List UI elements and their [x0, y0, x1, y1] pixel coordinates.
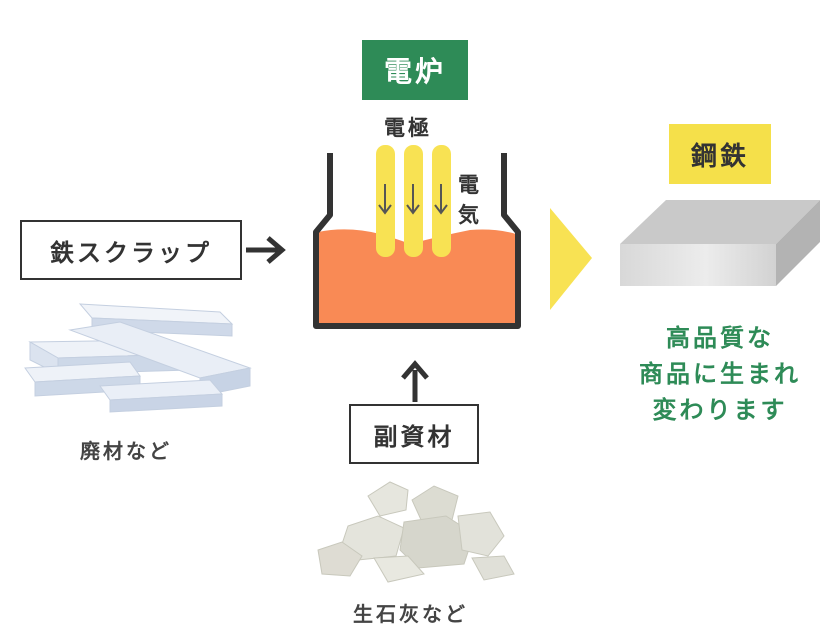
additive-caption: 生石灰など	[353, 602, 468, 626]
arrow-up-icon	[401, 360, 429, 402]
molten-metal	[318, 229, 516, 326]
arrow-right-icon	[246, 236, 286, 264]
result-line-2: 商品に生まれ	[639, 360, 801, 388]
scrap-caption: 廃材など	[80, 439, 172, 463]
steel-block	[620, 200, 820, 286]
furnace-title-tag: 電炉	[362, 40, 468, 100]
additive-label-box: 副資材	[349, 404, 479, 464]
steel-label: 鋼鉄	[690, 141, 749, 172]
result-line-3: 変わります	[652, 396, 788, 424]
scrap-label: 鉄スクラップ	[50, 238, 212, 267]
steel-tag: 鋼鉄	[669, 124, 771, 184]
scrap-illustration	[24, 303, 252, 413]
result-line-1: 高品質な	[666, 324, 774, 352]
electricity-label: 電気	[458, 173, 479, 227]
limestone-illustration	[317, 481, 515, 583]
vessel-outline	[313, 153, 521, 329]
scrap-label-box: 鉄スクラップ	[20, 220, 242, 280]
triangle-right-icon	[550, 208, 592, 310]
furnace-title: 電炉	[383, 55, 446, 88]
arrow-down-icon	[378, 184, 392, 215]
additive-label: 副資材	[373, 422, 455, 451]
arrow-down-icon	[434, 184, 448, 215]
electrode-label: 電極	[384, 116, 432, 140]
arrow-down-icon	[406, 184, 420, 215]
